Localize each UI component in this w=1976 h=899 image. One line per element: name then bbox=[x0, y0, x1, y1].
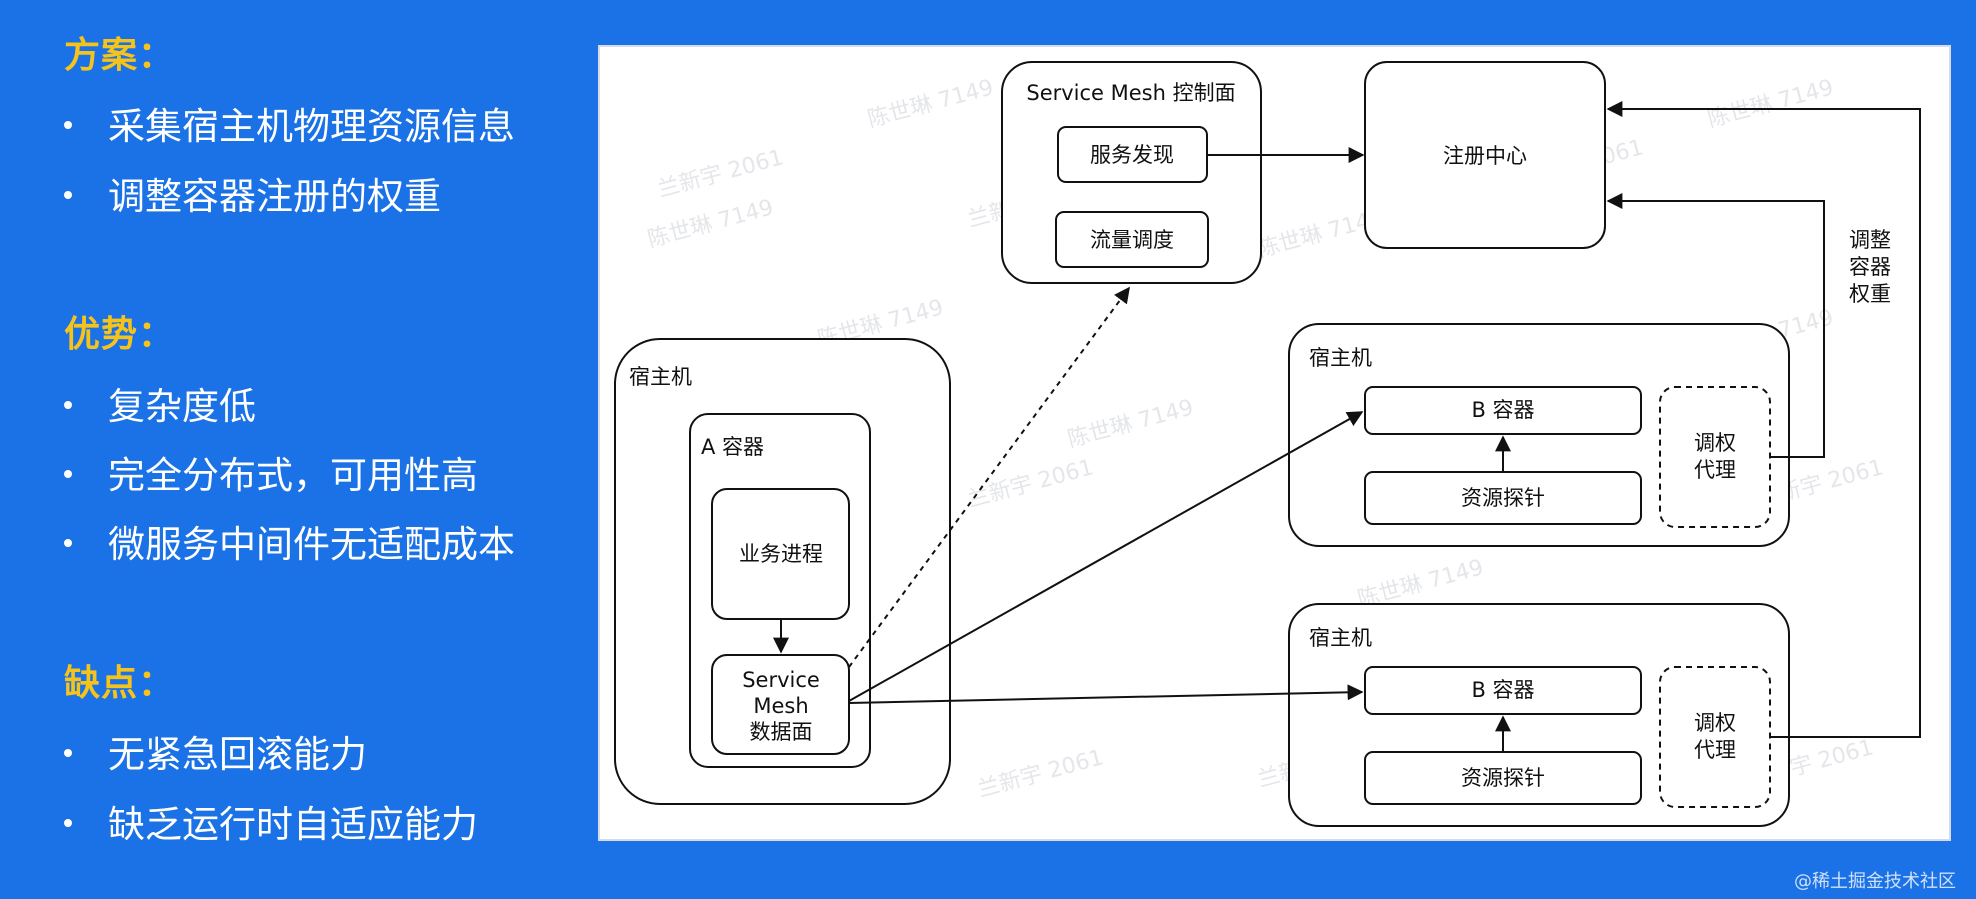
probe-b2-label: 资源探针 bbox=[1461, 766, 1545, 790]
bullet-dot-icon bbox=[64, 190, 72, 199]
architecture-diagram: 陈世琳 7149 陈世琳 7149 兰新宇 2061 兰新宇 2061 陈世琳 … bbox=[598, 45, 1951, 841]
host-a-label: 宿主机 bbox=[629, 365, 692, 389]
section-title-plan: 方案： bbox=[64, 35, 176, 76]
agent-b2-line: 调权 bbox=[1694, 711, 1736, 735]
container-b2-box bbox=[1364, 666, 1642, 715]
watermark-text: 兰新宇 2061 bbox=[975, 745, 1106, 803]
weight-note-line: 调整 bbox=[1849, 228, 1891, 252]
data-plane-line: 数据面 bbox=[750, 720, 813, 744]
container-b2-label: B 容器 bbox=[1471, 678, 1534, 702]
traffic-scheduling-label: 流量调度 bbox=[1090, 228, 1174, 252]
probe-b1-label: 资源探针 bbox=[1461, 486, 1545, 510]
watermark-text: 兰新宇 2061 bbox=[965, 455, 1096, 513]
arrow-dataplane-to-b1 bbox=[848, 411, 1364, 702]
container-b1-label: B 容器 bbox=[1471, 398, 1534, 422]
bullet-dot-icon bbox=[64, 748, 72, 757]
bullet-dot-icon bbox=[64, 120, 72, 129]
container-a-label: A 容器 bbox=[701, 435, 764, 459]
agent-b1-line: 代理 bbox=[1694, 458, 1736, 482]
arrow-dataplane-to-b2 bbox=[848, 684, 1364, 704]
bullet-dot-icon bbox=[64, 538, 72, 547]
bullet-item: 复杂度低 bbox=[64, 376, 256, 430]
diagram-svg: 陈世琳 7149 陈世琳 7149 兰新宇 2061 兰新宇 2061 陈世琳 … bbox=[614, 61, 1921, 827]
business-process-label: 业务进程 bbox=[739, 542, 823, 566]
agent-b1-box bbox=[1659, 386, 1771, 528]
bullet-item: 采集宿主机物理资源信息 bbox=[64, 96, 515, 150]
data-plane-line: Service bbox=[742, 668, 820, 692]
arrow-dataplane-to-controlplane bbox=[848, 286, 1130, 668]
watermark-text: 陈世琳 7149 bbox=[1705, 75, 1836, 133]
traffic-scheduling-box bbox=[1055, 211, 1209, 268]
bullet-item: 调整容器注册的权重 bbox=[64, 166, 441, 220]
bullet-item: 无紧急回滚能力 bbox=[64, 724, 367, 778]
bullet-item: 完全分布式，可用性高 bbox=[64, 445, 478, 499]
arrow-agent-b2-to-registry bbox=[1606, 101, 1921, 738]
bullet-dot-icon bbox=[64, 400, 72, 409]
registry-label: 注册中心 bbox=[1443, 144, 1527, 168]
agent-b2-line: 代理 bbox=[1694, 738, 1736, 762]
container-b1-box bbox=[1364, 386, 1642, 435]
control-plane-title: Service Mesh 控制面 bbox=[1026, 81, 1235, 105]
bullet-dot-icon bbox=[64, 818, 72, 827]
data-plane-box bbox=[711, 654, 850, 755]
business-process-box bbox=[711, 488, 850, 620]
bullet-item: 缺乏运行时自适应能力 bbox=[64, 794, 478, 848]
footer-credit: @稀土掘金技术社区 bbox=[1794, 871, 1956, 892]
weight-note-line: 容器 bbox=[1849, 255, 1891, 279]
agent-b2-box bbox=[1659, 666, 1771, 808]
service-discovery-label: 服务发现 bbox=[1090, 143, 1174, 167]
weight-note-line: 权重 bbox=[1849, 282, 1891, 306]
bullet-item: 微服务中间件无适配成本 bbox=[64, 514, 515, 568]
registry-box bbox=[1364, 61, 1606, 249]
watermark-text: 兰新宇 2061 bbox=[655, 145, 786, 203]
agent-b1-line: 调权 bbox=[1694, 431, 1736, 455]
watermark-text: 陈世琳 7149 bbox=[865, 75, 996, 133]
host-b1-label: 宿主机 bbox=[1309, 346, 1372, 370]
host-b2-label: 宿主机 bbox=[1309, 626, 1372, 650]
section-title-disadvantages: 缺点： bbox=[64, 663, 176, 704]
data-plane-line: Mesh bbox=[753, 694, 808, 718]
arrow-agent-b1-to-registry bbox=[1606, 193, 1825, 458]
watermark-text: 陈世琳 7149 bbox=[645, 195, 776, 253]
bullet-dot-icon bbox=[64, 469, 72, 478]
watermark-text: 陈世琳 7149 bbox=[1065, 395, 1196, 453]
section-title-advantages: 优势： bbox=[64, 314, 176, 355]
left-panel: 方案： 采集宿主机物理资源信息 调整容器注册的权重 优势： 复杂度低 完全分布式… bbox=[0, 0, 580, 899]
